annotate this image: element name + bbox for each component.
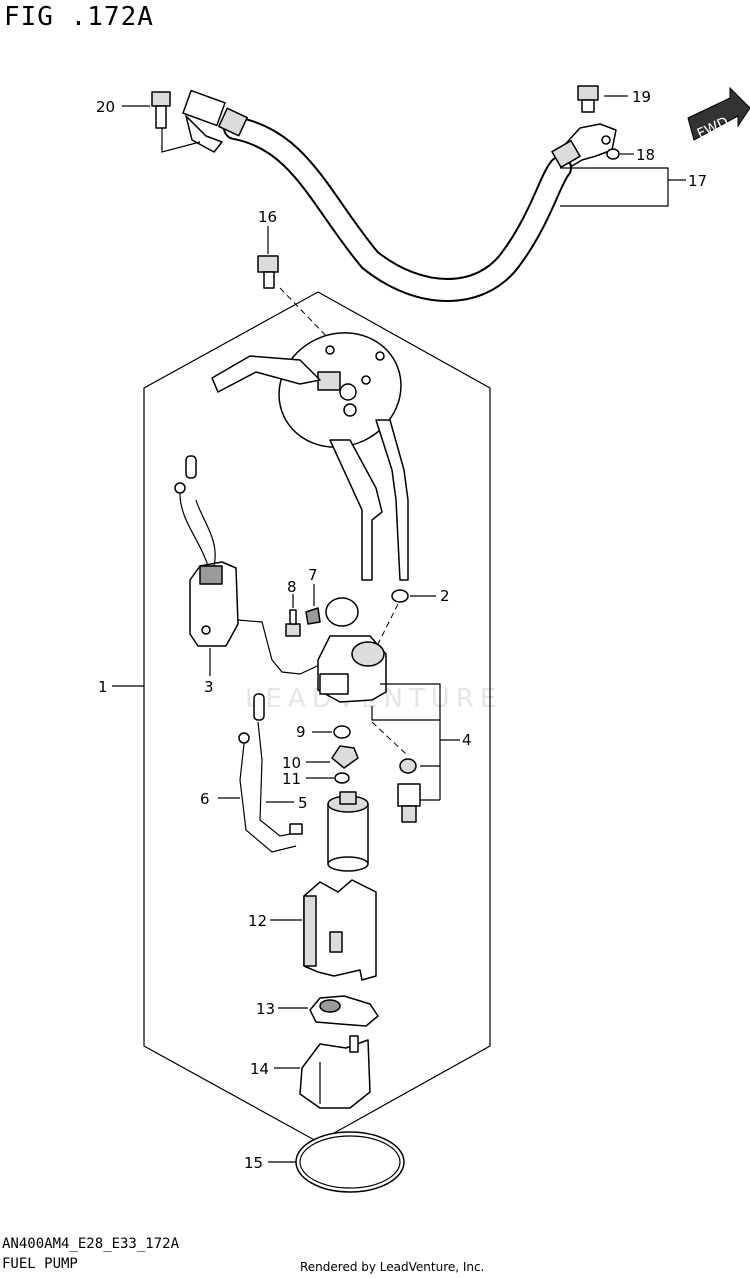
bolt-19	[577, 85, 599, 113]
callout-15: 15	[244, 1154, 263, 1172]
callout-18: 18	[636, 146, 655, 164]
callout-2: 2	[440, 587, 450, 605]
gasket-ring	[295, 1131, 405, 1193]
forward-arrow-icon: FWD	[687, 86, 750, 143]
screw-8	[285, 609, 301, 637]
callout-6: 6	[200, 790, 210, 808]
pressure-regulator	[397, 783, 421, 823]
callout-20: 20	[96, 98, 115, 116]
fuel-filter	[309, 995, 379, 1027]
filter-cup	[299, 1035, 371, 1109]
o-ring-11	[334, 772, 350, 784]
callout-9: 9	[296, 723, 306, 741]
figure-title: FIG .172A	[4, 2, 154, 32]
callout-12: 12	[248, 912, 267, 930]
callout-7: 7	[308, 566, 318, 584]
callout-10: 10	[282, 754, 301, 772]
o-ring-9	[333, 725, 351, 739]
callout-5: 5	[298, 794, 308, 812]
callout-1: 1	[98, 678, 108, 696]
fuel-hose	[182, 89, 617, 302]
callout-8: 8	[287, 578, 297, 596]
pump-lead-wires	[238, 693, 303, 853]
callout-19: 19	[632, 88, 651, 106]
section-name: FUEL PUMP	[2, 1256, 78, 1272]
pump-holder	[303, 879, 377, 981]
clip-7	[305, 607, 321, 625]
o-ring-2	[391, 589, 409, 603]
fuel-level-sensor	[174, 455, 331, 675]
washer-18	[606, 148, 620, 160]
float	[325, 597, 359, 627]
callout-11: 11	[282, 770, 301, 788]
callout-13: 13	[256, 1000, 275, 1018]
callout-3: 3	[204, 678, 214, 696]
callout-17: 17	[688, 172, 707, 190]
screw-16	[257, 255, 279, 289]
callout-14: 14	[250, 1060, 269, 1078]
model-code: AN400AM4_E28_E33_172A	[2, 1236, 180, 1252]
callout-16: 16	[258, 208, 277, 226]
fuel-pump-motor	[327, 791, 369, 872]
connector-10	[331, 745, 359, 769]
pump-flange-plate	[211, 332, 409, 581]
rendered-by: Rendered by LeadVenture, Inc.	[300, 1260, 485, 1274]
bolt-20	[151, 91, 171, 129]
callout-4: 4	[462, 731, 472, 749]
grommet	[399, 758, 417, 774]
pressure-regulator-housing	[317, 635, 387, 703]
